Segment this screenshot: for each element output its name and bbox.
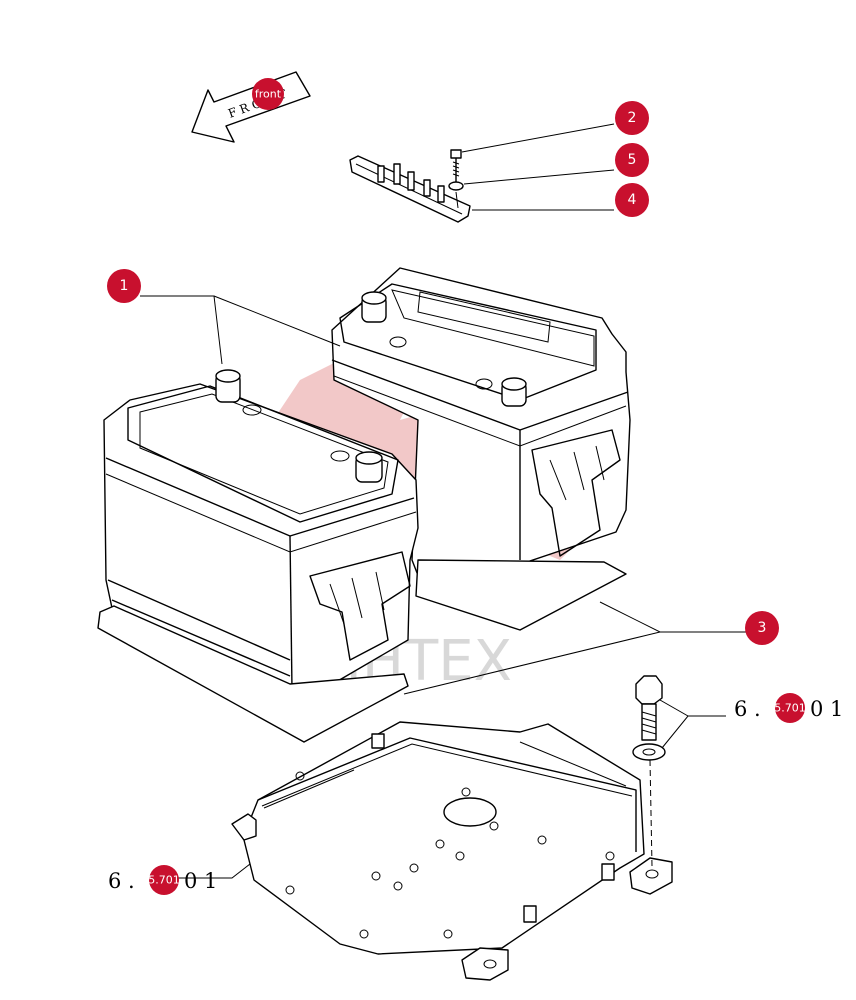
bolt-small bbox=[448, 149, 464, 209]
front-arrow-icon: F R O N T front bbox=[191, 71, 311, 143]
leader-lines bbox=[140, 123, 746, 879]
callout-1: 1 bbox=[107, 269, 141, 303]
front-badge: front bbox=[255, 88, 282, 101]
callout-2: 2 bbox=[615, 101, 649, 135]
plate-reference[interactable]: 6 . 5.701 0 1 bbox=[108, 865, 217, 895]
battery-front bbox=[97, 369, 419, 743]
bolt-large bbox=[632, 675, 666, 867]
callout-4-label: 4 bbox=[628, 192, 637, 208]
bolt-ref-suffix: 0 1 bbox=[810, 697, 843, 721]
callout-5-label: 5 bbox=[628, 152, 637, 168]
callout-5: 5 bbox=[615, 143, 649, 177]
battery-rear bbox=[331, 267, 631, 631]
callout-1-label: 1 bbox=[120, 278, 129, 294]
callout-3-label: 3 bbox=[758, 620, 767, 636]
bolt-ref-badge: 5.701 bbox=[774, 702, 806, 715]
callout-2-label: 2 bbox=[628, 110, 637, 126]
bolt-reference[interactable]: 6 . 5.701 0 1 bbox=[734, 693, 843, 723]
clamp-bar bbox=[349, 155, 471, 223]
plate-ref-suffix: 0 1 bbox=[184, 869, 217, 893]
plate-ref-badge: 5.701 bbox=[148, 874, 180, 887]
callout-3: 3 bbox=[745, 611, 779, 645]
plate-ref-prefix: 6 . bbox=[108, 869, 135, 893]
base-plate bbox=[231, 721, 673, 981]
bolt-ref-prefix: 6 . bbox=[734, 697, 761, 721]
callout-4: 4 bbox=[615, 183, 649, 217]
